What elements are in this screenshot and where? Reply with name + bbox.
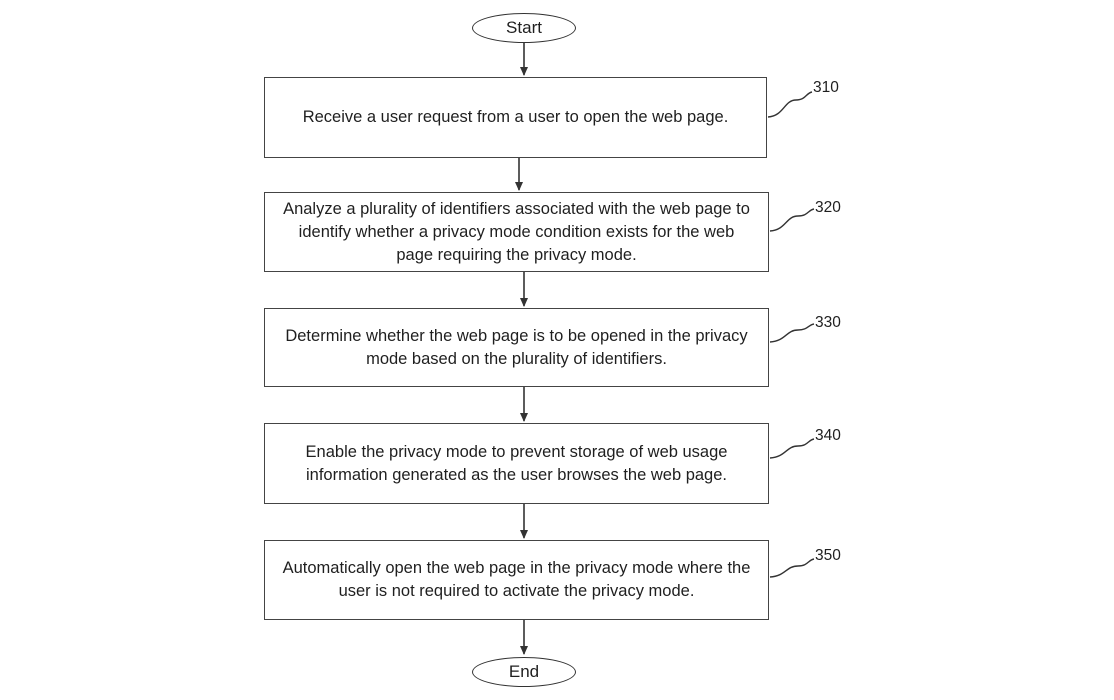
leader-340	[769, 438, 815, 459]
step-330-ref: 330	[815, 314, 841, 331]
step-320-box: Analyze a plurality of identifiers assoc…	[264, 192, 769, 272]
leader-310	[767, 91, 813, 118]
step-330-text: Determine whether the web page is to be …	[285, 326, 748, 368]
step-310-box: Receive a user request from a user to op…	[264, 77, 767, 158]
step-310-ref: 310	[813, 79, 839, 96]
end-label: End	[508, 662, 540, 681]
start-terminal: Start	[472, 13, 576, 43]
step-310-text: Receive a user request from a user to op…	[302, 108, 729, 126]
leader-330	[769, 323, 815, 343]
step-340-ref: 340	[815, 427, 841, 444]
step-350-box: Automatically open the web page in the p…	[264, 540, 769, 620]
step-340-text: Enable the privacy mode to prevent stora…	[305, 442, 728, 484]
step-350-ref: 350	[815, 547, 841, 564]
leader-350	[769, 558, 815, 578]
step-340-box: Enable the privacy mode to prevent stora…	[264, 423, 769, 504]
step-350-text: Automatically open the web page in the p…	[282, 559, 751, 600]
leader-320	[769, 208, 815, 232]
step-320-text: Analyze a plurality of identifiers assoc…	[283, 199, 750, 264]
end-terminal: End	[472, 657, 576, 687]
start-label: Start	[506, 18, 542, 37]
step-330-box: Determine whether the web page is to be …	[264, 308, 769, 387]
step-320-ref: 320	[815, 199, 841, 216]
